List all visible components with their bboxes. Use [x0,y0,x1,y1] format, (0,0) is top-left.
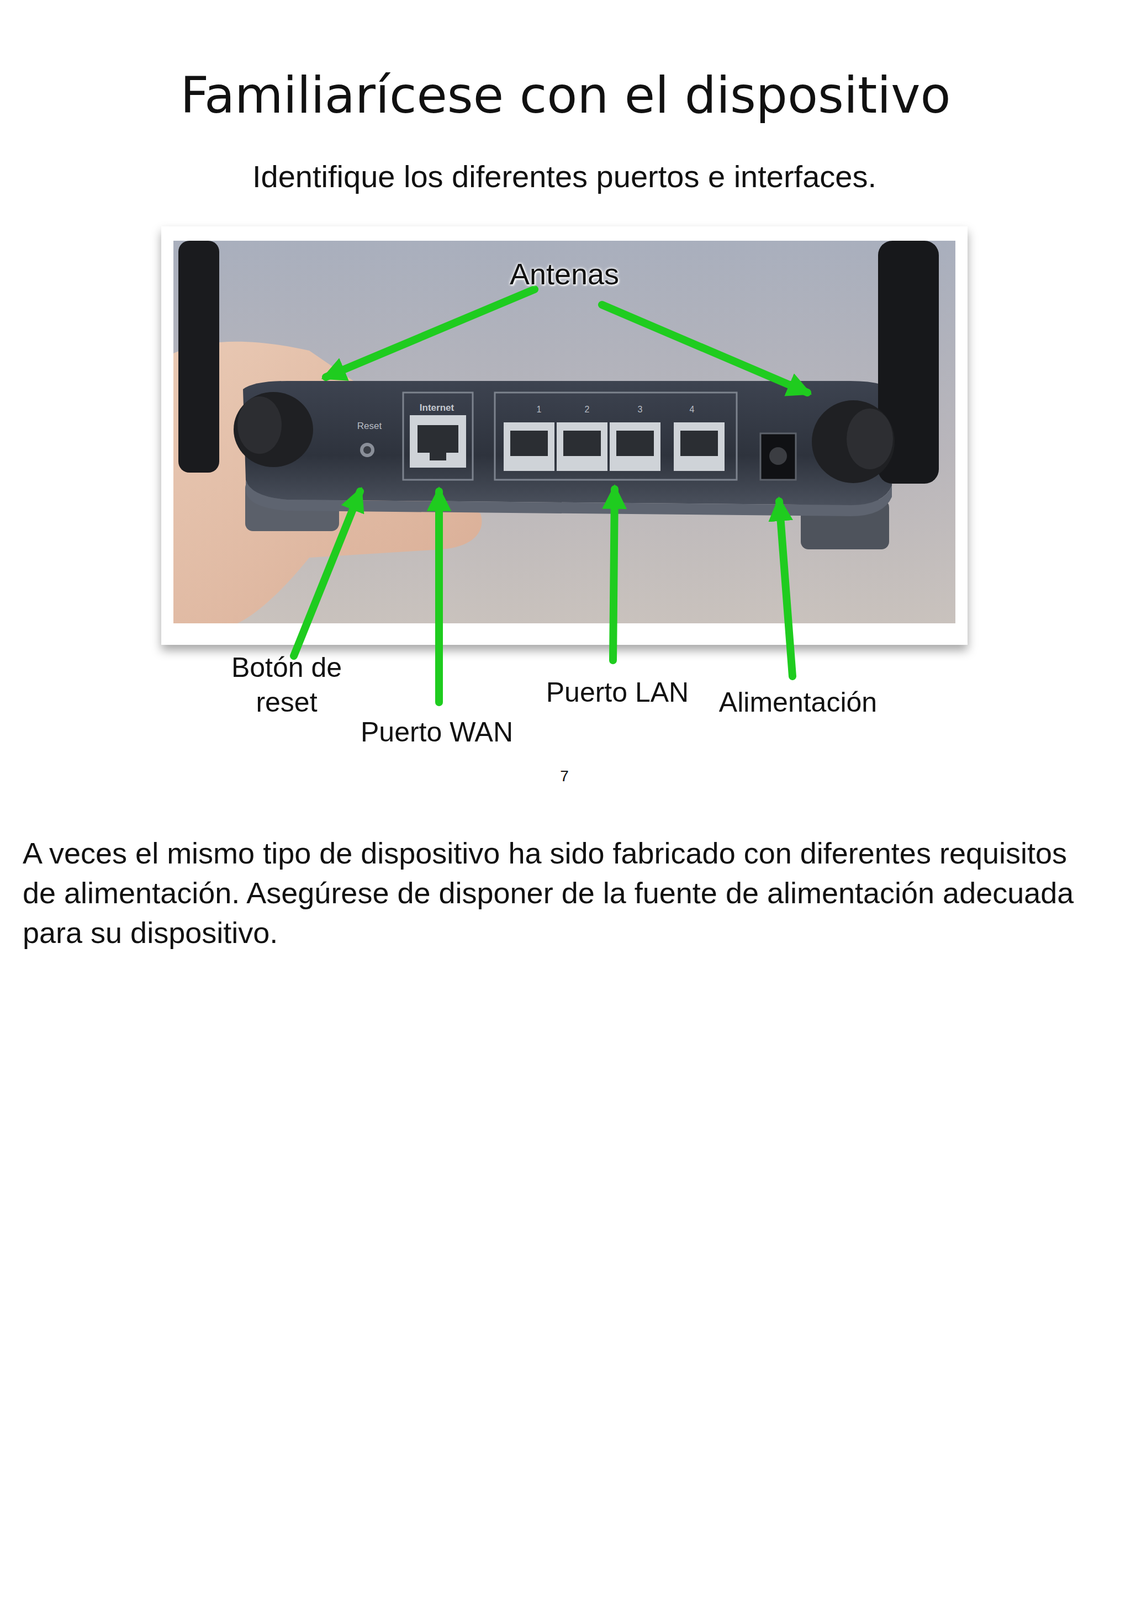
antenna-base [846,408,893,470]
panel-marking: Internet [419,402,454,414]
panel-marking: 1 [536,404,542,416]
callout-label: Puerto LAN [546,675,689,711]
reset-button [363,446,372,454]
photo-frame [161,226,968,646]
wall [173,240,956,624]
callout-label: Botón de reset [214,650,359,720]
callout-label: Antenas [509,255,620,294]
callout-label: Alimentación [719,685,877,721]
lan-port [673,422,725,472]
leader-arrow [601,304,808,393]
panel-marking: Reset [357,420,382,432]
panel-marking: 2 [584,404,590,416]
panel-marking: 4 [689,404,695,416]
power-jack [760,433,796,480]
antenna-base [237,396,282,454]
port-frame [494,392,737,480]
antenna [178,240,220,473]
lan-port [556,422,608,472]
router-edge [245,480,892,517]
power-jack [769,447,787,465]
router-photo [173,240,956,624]
wan-port [409,415,467,468]
page-number: 7 [559,766,569,786]
leader-arrow [779,501,793,677]
lan-port [563,430,601,457]
leader-arrow [325,289,535,378]
leader-arrow [435,491,443,703]
leader-arrow [293,491,361,657]
lan-port [616,430,654,457]
body-paragraph: A veces el mismo tipo de dispositivo ha … [22,833,1094,953]
leader-arrows [293,289,808,703]
port-frame [403,392,473,480]
wan-port [429,452,447,461]
reset-button [360,442,375,458]
lan-port [503,422,555,472]
subtitle: Identifique los diferentes puertos e int… [252,157,877,197]
lan-port [680,430,718,457]
callout-label: Puerto WAN [360,715,514,750]
lan-port [609,422,661,472]
panel-marking: 3 [637,404,643,416]
leader-arrow [612,489,615,661]
antenna-base [811,400,895,484]
antenna-base [233,392,314,468]
lan-port [510,430,548,457]
wan-port [417,425,459,453]
lan-ports [503,422,725,472]
page-title: Familiarícese con el dispositivo [180,66,951,125]
router-body [242,381,895,506]
